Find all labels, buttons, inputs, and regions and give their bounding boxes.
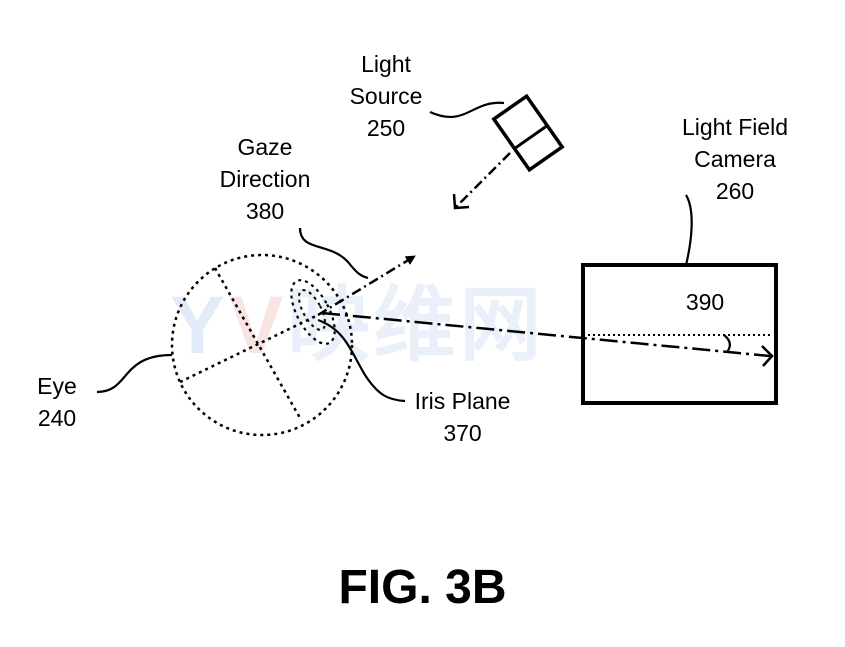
leader-gaze-direction — [298, 227, 369, 280]
label-camera-line1: Light Field — [681, 114, 789, 140]
label-light-source: Light Source 250 — [336, 48, 436, 144]
light-field-camera-box — [581, 263, 778, 405]
angle-arc — [723, 334, 731, 353]
label-iris-line1: Iris Plane — [414, 388, 511, 414]
label-eye-number: 240 — [37, 405, 77, 431]
label-light-source-number: 250 — [366, 115, 406, 141]
figure-caption: FIG. 3B — [338, 561, 507, 614]
label-eye: Eye 240 — [22, 370, 92, 434]
label-camera-line2: Camera — [694, 146, 776, 172]
leader-eye — [96, 353, 173, 394]
label-light-source-line2: Source — [349, 83, 423, 109]
label-light-source-line1: Light — [361, 51, 411, 77]
label-gaze-line2: Direction — [219, 166, 311, 192]
watermark-v: V — [228, 280, 288, 371]
label-390: 390 — [685, 289, 725, 315]
light-beam — [455, 152, 511, 208]
label-eye-line1: Eye — [37, 373, 77, 399]
watermark-y: Y — [170, 280, 229, 371]
label-gaze-line1: Gaze — [237, 134, 293, 160]
iris-plane-ellipse-outer — [290, 279, 336, 345]
leader-light-source — [429, 101, 505, 119]
reflected-ray-arrowhead — [761, 345, 774, 367]
light-beam-arrowhead — [452, 193, 470, 210]
leader-camera — [684, 194, 693, 266]
eye-circle — [170, 253, 354, 437]
label-iris-plane: Iris Plane 370 — [395, 385, 530, 449]
label-camera-number: 260 — [715, 178, 755, 204]
light-source-box — [491, 93, 565, 173]
label-light-field-camera: Light Field Camera 260 — [660, 111, 810, 207]
label-gaze-direction: Gaze Direction 380 — [200, 131, 330, 227]
reflected-ray — [321, 311, 771, 358]
label-region-390: 390 — [675, 286, 735, 318]
eye-axis-2 — [179, 313, 319, 384]
iris-plane-ellipse-inner — [297, 289, 327, 331]
leader-iris-plane — [317, 318, 406, 403]
label-iris-number: 370 — [443, 420, 482, 446]
gaze-direction-arrow — [317, 254, 416, 317]
label-gaze-number: 380 — [245, 198, 285, 224]
